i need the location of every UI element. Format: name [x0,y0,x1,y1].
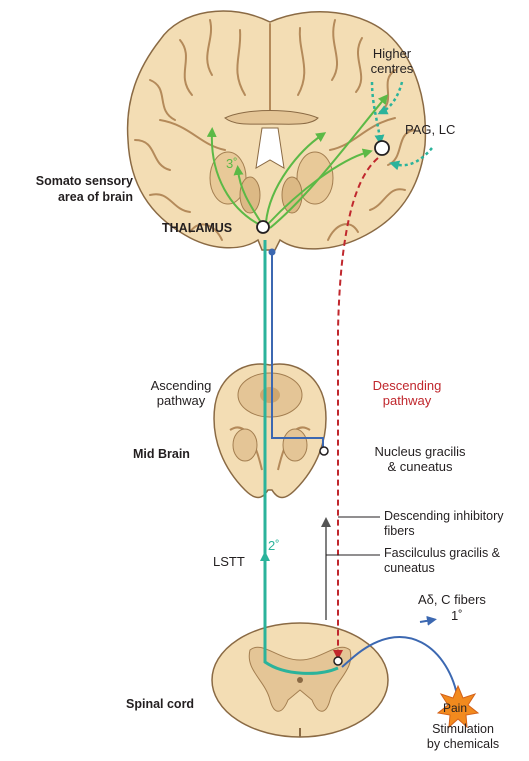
descending-inhibitory-label: Descending inhibitory fibers [384,509,504,539]
spinal-cord-section [212,623,388,737]
pag-lc-label: PAG, LC [405,122,455,137]
mid-brain-label: Mid Brain [133,447,190,462]
second-order-label: 2˚ [268,538,280,553]
midbrain-section [214,364,326,497]
fibers-label: Aδ, C fibers [418,592,486,607]
fasciculus-gracilis-label: Fascilculus gracilis & cuneatus [384,546,500,576]
thalamus-node [257,221,269,233]
descending-pathway-label: Descending pathway [362,378,452,408]
nucleus-gracilis-node [320,447,328,455]
somatosensory-area-label: Somato sensory area of brain [5,173,133,205]
stimulation-label: Stimulation by chemicals [418,722,508,752]
ascending-pathway-label: Ascending pathway [136,378,226,408]
lstt-label: LSTT [213,554,245,569]
pain-label: Pain [443,701,467,716]
thalamus-label: THALAMUS [162,221,232,236]
third-order-label: 3˚ [226,156,238,171]
afferent-arrow [420,620,432,622]
nucleus-gracilis-label: Nucleus gracilis & cuneatus [360,444,480,474]
pag-node [375,141,389,155]
first-order-label: 1˚ [451,608,463,623]
spinal-cord-label: Spinal cord [126,697,194,712]
higher-centres-label: Higher centres [362,46,422,76]
dorsal-horn-node [334,657,342,665]
